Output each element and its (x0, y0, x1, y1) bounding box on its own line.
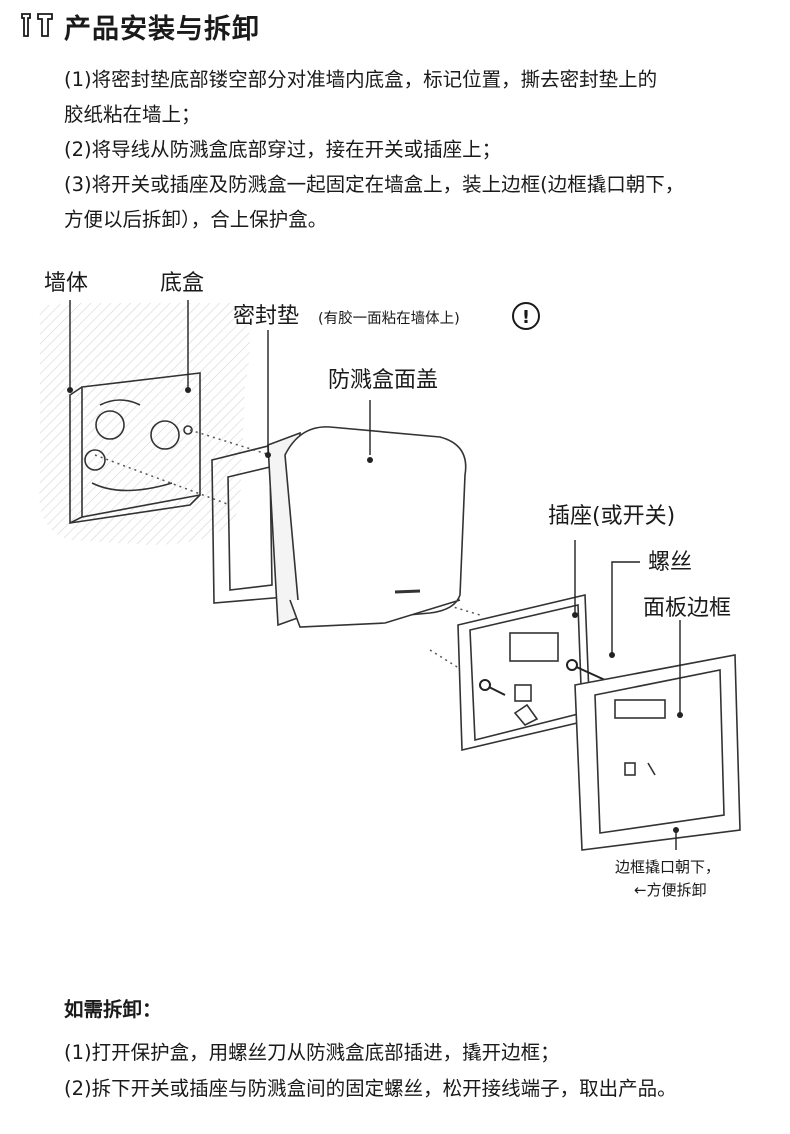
label-gasket-note: (有胶一面粘在墙体上) (318, 310, 460, 327)
installation-diagram: 墙体 底盒 密封垫 (有胶一面粘在墙体上) ! 防溅盒面盖 插座(或开关) 螺丝… (0, 255, 790, 980)
label-frame-note-2: ←方便拆卸 (634, 881, 707, 899)
page-title: 产品安装与拆卸 (64, 7, 260, 46)
section-header: 产品安装与拆卸 (18, 6, 260, 46)
removal-steps: (1)打开保护盒，用螺丝刀从防溅盒底部插进，撬开边框； (2)拆下开关或插座与防… (64, 1035, 779, 1107)
label-socket: 插座(或开关) (548, 504, 675, 529)
label-frame: 面板边框 (643, 596, 731, 621)
install-steps: (1)将密封垫底部镂空部分对准墙内底盒，标记位置，撕去密封垫上的 胶纸粘在墙上；… (64, 62, 776, 237)
install-step-line: (2)将导线从防溅盒底部穿过，接在开关或插座上； (64, 132, 776, 167)
removal-title: 如需拆卸： (64, 993, 162, 1022)
label-backbox: 底盒 (160, 271, 204, 296)
install-step-line: (1)将密封垫底部镂空部分对准墙内底盒，标记位置，撕去密封垫上的 (64, 62, 776, 97)
removal-step-line: (1)打开保护盒，用螺丝刀从防溅盒底部插进，撬开边框； (64, 1035, 779, 1071)
cover-drawing (268, 427, 466, 627)
warning-mark: ! (522, 307, 530, 328)
frame-drawing (575, 655, 740, 850)
install-step-line: 方便以后拆卸），合上保护盒。 (64, 202, 776, 237)
label-gasket: 密封垫 (233, 304, 299, 329)
label-frame-note-1: 边框撬口朝下， (615, 858, 720, 876)
install-step-line: 胶纸粘在墙上； (64, 97, 776, 132)
removal-step-line: (2)拆下开关或插座与防溅盒间的固定螺丝，松开接线端子，取出产品。 (64, 1071, 779, 1107)
install-step-line: (3)将开关或插座及防溅盒一起固定在墙盒上，装上边框(边框撬口朝下， (64, 167, 776, 202)
socket-drawing (458, 595, 590, 750)
label-wall: 墙体 (44, 271, 88, 296)
label-cover: 防溅盒面盖 (328, 368, 438, 393)
label-screw: 螺丝 (648, 550, 692, 575)
tools-icon (18, 11, 58, 41)
